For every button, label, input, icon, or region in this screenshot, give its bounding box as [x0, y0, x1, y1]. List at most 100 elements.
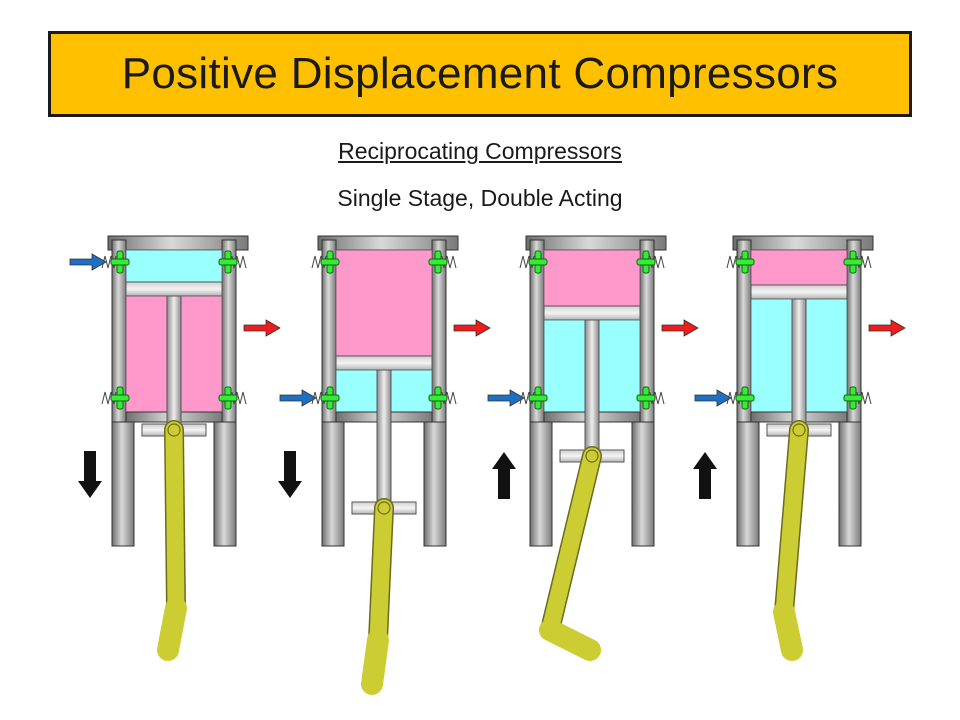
piston-rod — [791, 298, 807, 425]
wrist-pin — [377, 501, 391, 515]
piston-direction-arrow — [278, 451, 302, 498]
title-box: Positive Displacement Compressors — [48, 31, 912, 117]
valve-stem — [843, 258, 863, 266]
valve-stem — [528, 394, 548, 402]
valve-stem — [320, 394, 340, 402]
top-chamber — [335, 249, 433, 357]
valve-stem — [428, 258, 448, 266]
valve-spring — [311, 391, 327, 405]
outlet-flow-arrow — [243, 319, 281, 337]
outlet-valve-top — [636, 250, 665, 274]
compressor-stage-1 — [69, 235, 281, 661]
piston-rod — [584, 319, 600, 451]
valve-spring — [649, 255, 665, 269]
valve-spring — [726, 391, 742, 405]
outlet-valve-top — [218, 250, 247, 274]
valve-stem — [218, 394, 238, 402]
piston-direction-arrow — [78, 451, 102, 498]
valve-stem — [110, 258, 130, 266]
inlet-valve-top — [726, 250, 755, 274]
valve-spring — [101, 255, 117, 269]
inlet-valve-top — [101, 250, 130, 274]
piston — [125, 281, 223, 297]
connecting-rod-assembly — [164, 420, 186, 618]
inlet-valve-top — [519, 250, 548, 274]
outlet-valve-top — [428, 250, 457, 274]
piston-rod — [166, 295, 182, 425]
compressor-stage-4 — [693, 235, 906, 661]
outlet-valve-bottom — [218, 386, 247, 410]
outlet-valve-top — [843, 250, 872, 274]
valve-spring — [649, 391, 665, 405]
outlet-flow-arrow — [661, 319, 699, 337]
connecting-rod-assembly — [774, 420, 809, 622]
skirt-wall-right — [838, 421, 862, 547]
outlet-valve-bottom — [428, 386, 457, 410]
outlet-valve-bottom — [843, 386, 872, 410]
valve-stem — [735, 394, 755, 402]
connecting-rod — [775, 421, 808, 621]
skirt-wall-left — [736, 421, 760, 547]
valve-stem — [636, 258, 656, 266]
valve-stem — [320, 258, 340, 266]
inlet-valve-bottom — [101, 386, 130, 410]
connecting-rod-assembly — [368, 498, 394, 650]
skirt-wall-right — [631, 421, 655, 547]
skirt-wall-left — [111, 421, 135, 547]
valve-stem — [735, 258, 755, 266]
compressor-stage-2 — [278, 235, 491, 695]
wrist-pin — [585, 449, 599, 463]
crank-arm — [157, 597, 187, 661]
subtitle-detail: Single Stage, Double Acting — [337, 185, 623, 211]
inlet-valve-bottom — [311, 386, 340, 410]
piston — [335, 355, 433, 371]
outlet-flow-arrow — [868, 319, 906, 337]
valve-stem — [843, 394, 863, 402]
inlet-flow-arrow — [694, 389, 732, 407]
valve-spring — [311, 255, 327, 269]
valve-spring — [231, 255, 247, 269]
inlet-valve-bottom — [519, 386, 548, 410]
valve-spring — [441, 255, 457, 269]
inlet-flow-arrow — [69, 253, 107, 271]
piston — [543, 305, 641, 321]
inlet-flow-arrow — [279, 389, 317, 407]
valve-stem — [110, 394, 130, 402]
valve-stem — [528, 258, 548, 266]
inlet-valve-bottom — [726, 386, 755, 410]
valve-spring — [101, 391, 117, 405]
skirt-wall-left — [529, 421, 553, 547]
skirt-wall-right — [423, 421, 447, 547]
connecting-rod — [541, 447, 601, 639]
valve-spring — [441, 391, 457, 405]
piston-direction-arrow — [693, 452, 717, 499]
inlet-flow-arrow — [487, 389, 525, 407]
valve-spring — [726, 255, 742, 269]
crank-arm — [361, 629, 389, 695]
piston-direction-arrow — [492, 452, 516, 499]
skirt-wall-right — [213, 421, 237, 547]
top-chamber — [543, 249, 641, 307]
skirt-wall-left — [321, 421, 345, 547]
wrist-pin — [792, 423, 806, 437]
valve-spring — [231, 391, 247, 405]
valve-spring — [519, 391, 535, 405]
valve-spring — [856, 391, 872, 405]
valve-stem — [428, 394, 448, 402]
valve-stem — [636, 394, 656, 402]
piston-rod — [376, 369, 392, 503]
top-chamber — [125, 249, 223, 283]
outlet-flow-arrow — [453, 319, 491, 337]
valve-stem — [218, 258, 238, 266]
connecting-rod — [165, 421, 185, 617]
compressor-stage-3 — [487, 235, 699, 661]
piston — [750, 284, 848, 300]
valve-spring — [856, 255, 872, 269]
wrist-pin — [167, 423, 181, 437]
crank-arm — [773, 601, 803, 661]
connecting-rod — [369, 499, 393, 649]
inlet-valve-top — [311, 250, 340, 274]
page-title: Positive Displacement Compressors — [121, 49, 839, 98]
valve-spring — [519, 255, 535, 269]
